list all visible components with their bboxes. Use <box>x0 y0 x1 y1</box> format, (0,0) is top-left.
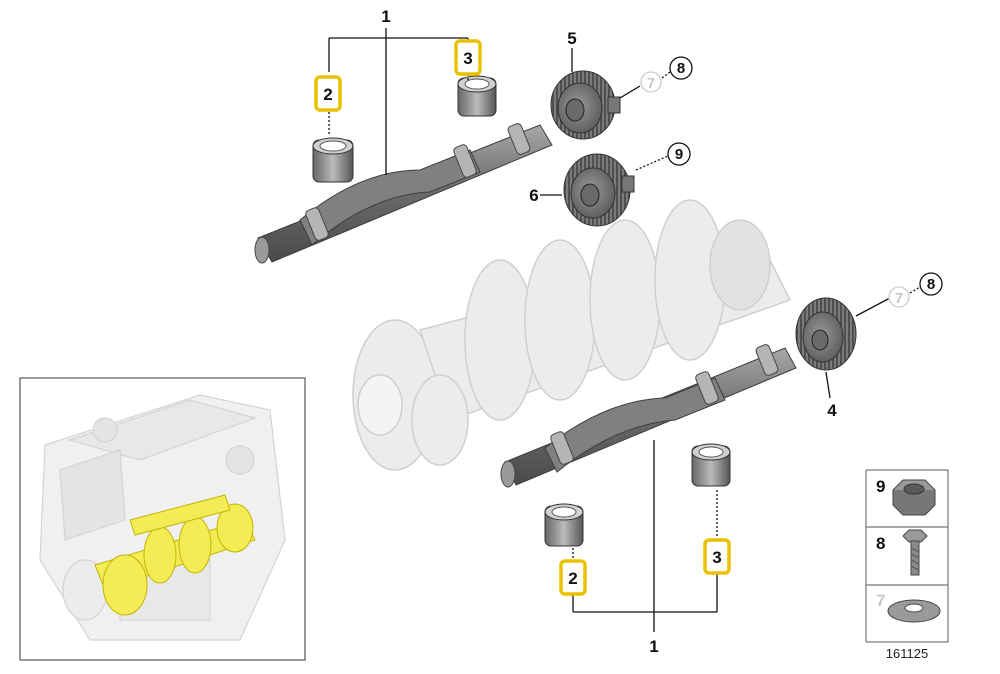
highlight-box <box>314 75 342 112</box>
callout-bearing-small-lower: 2 <box>568 569 577 588</box>
diagram-number: 161125 <box>886 646 928 661</box>
callout-washer-lower: 7 <box>895 290 903 307</box>
bearing-large-upper <box>457 75 497 117</box>
callout-nut-upper: 9 <box>675 146 683 163</box>
callout-shaft-upper: 1 <box>381 7 390 26</box>
callout-circle <box>919 272 943 296</box>
bearing-small-upper <box>312 137 354 183</box>
callout-shaft-lower: 1 <box>649 637 658 656</box>
callout-bearing-large-upper: 3 <box>463 49 472 68</box>
engine-overview-inset <box>19 377 306 661</box>
bearing-small-lower <box>544 503 584 547</box>
callout-bolt-lower: 8 <box>927 276 935 293</box>
balance-shaft-lower <box>500 344 797 488</box>
legend-bolt-number: 8 <box>876 534 885 553</box>
callout-gear-drive: 6 <box>529 186 538 205</box>
gear-upper <box>550 70 621 140</box>
legend-washer-number: 7 <box>876 591 885 610</box>
gear-lower <box>795 297 857 371</box>
callout-bearing-small-upper: 2 <box>323 85 332 104</box>
balance-shaft-upper <box>254 123 553 264</box>
crankshaft-ghost <box>352 199 792 471</box>
legend-nut-number: 9 <box>876 477 885 496</box>
callout-bolt-upper: 8 <box>677 60 685 77</box>
bolt-icon <box>902 529 928 576</box>
bearing-large-lower <box>691 443 731 487</box>
callout-gear-upper: 5 <box>567 29 576 48</box>
nut-icon <box>892 479 936 516</box>
callout-bearing-large-lower: 3 <box>712 548 721 567</box>
washer-icon <box>887 599 941 623</box>
callout-gear-lower: 4 <box>827 401 837 420</box>
highlight-box <box>559 559 587 596</box>
callout-circle <box>669 56 693 80</box>
leader-lines <box>328 28 921 632</box>
gear-drive <box>563 153 635 227</box>
callout-circle <box>667 142 691 166</box>
callout-circle <box>888 286 910 308</box>
highlight-box <box>703 538 731 575</box>
callout-washer-upper: 7 <box>647 75 655 92</box>
callout-circle <box>640 71 662 93</box>
highlight-box <box>454 39 482 76</box>
legend-panel: 9 8 7 161125 <box>865 469 949 661</box>
